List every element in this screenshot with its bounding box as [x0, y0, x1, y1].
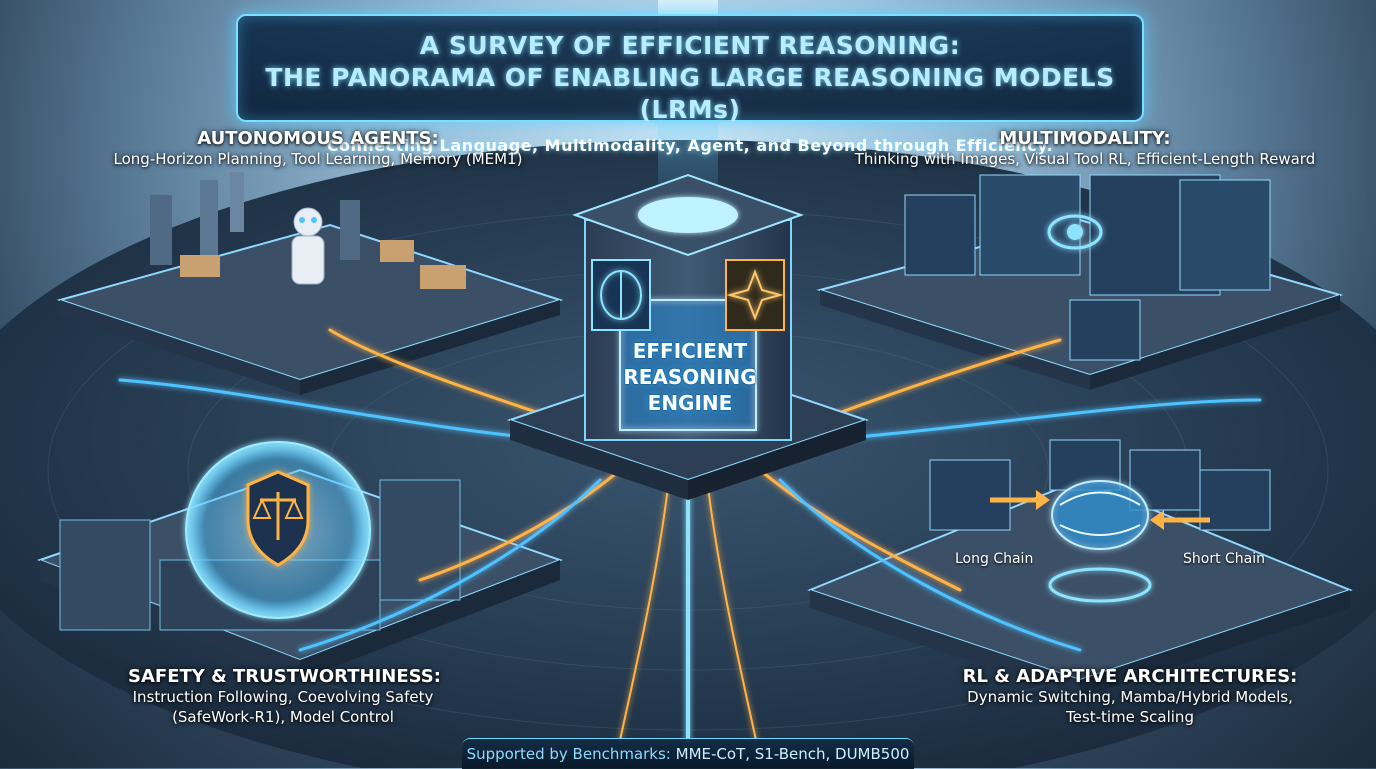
multimodality-label: MULTIMODALITY: Thinking with Images, Vis…	[850, 128, 1320, 169]
engine-line-2: REASONING	[623, 365, 757, 389]
safety-body-1: Instruction Following, Coevolving Safety	[132, 688, 434, 706]
engine-label: EFFICIENT REASONING ENGINE	[620, 338, 760, 416]
rl-platform	[807, 439, 1353, 698]
agents-body: Long-Horizon Planning, Tool Learning, Me…	[113, 150, 523, 168]
safety-body-2: (SafeWork-R1), Model Control	[172, 708, 394, 726]
benchmarks-list: MME-CoT, S1-Bench, DUMB500	[675, 745, 910, 763]
engine-line-3: ENGINE	[647, 391, 733, 415]
subtitle: Connecting Language, Multimodality, Agen…	[326, 136, 1054, 155]
eye-icon	[1047, 214, 1103, 250]
brain-icon	[600, 270, 642, 320]
rl-body-2: Test-time Scaling	[1066, 708, 1194, 726]
robot-head	[293, 207, 323, 237]
agents-heading: AUTONOMOUS AGENTS:	[197, 128, 439, 149]
agents-platform	[56, 172, 564, 395]
benchmarks-prefix: Supported by Benchmarks:	[466, 745, 671, 763]
title-panel: A SURVEY OF EFFICIENT REASONING: THE PAN…	[236, 14, 1144, 155]
flow-lines	[118, 328, 1262, 742]
rl-body-1: Dynamic Switching, Mamba/Hybrid Models,	[967, 688, 1293, 706]
rl-label: RL & ADAPTIVE ARCHITECTURES: Dynamic Swi…	[960, 666, 1300, 727]
rl-heading: RL & ADAPTIVE ARCHITECTURES:	[962, 666, 1298, 687]
benchmarks-bar: Supported by Benchmarks: MME-CoT, S1-Ben…	[462, 738, 914, 769]
title-line-2: THE PANORAMA OF ENABLING LARGE REASONING…	[265, 63, 1115, 124]
title-line-1: A SURVEY OF EFFICIENT REASONING:	[419, 31, 961, 60]
network-star-icon	[726, 269, 784, 321]
multimodality-heading: MULTIMODALITY:	[999, 128, 1171, 149]
short-chain-label: Short Chain	[1183, 551, 1266, 567]
engine-line-1: EFFICIENT	[632, 339, 748, 363]
rl-brain-icon	[1051, 480, 1149, 550]
safety-heading: SAFETY & TRUSTWORTHINESS:	[128, 666, 441, 687]
safety-platform	[37, 441, 563, 680]
multimodality-platform	[816, 174, 1344, 390]
safety-label: SAFETY & TRUSTWORTHINESS: Instruction Fo…	[128, 666, 441, 727]
multimodality-body: Thinking with Images, Visual Tool RL, Ef…	[854, 150, 1316, 168]
agents-label: AUTONOMOUS AGENTS: Long-Horizon Planning…	[88, 128, 548, 169]
long-chain-label: Long Chain	[955, 551, 1034, 567]
